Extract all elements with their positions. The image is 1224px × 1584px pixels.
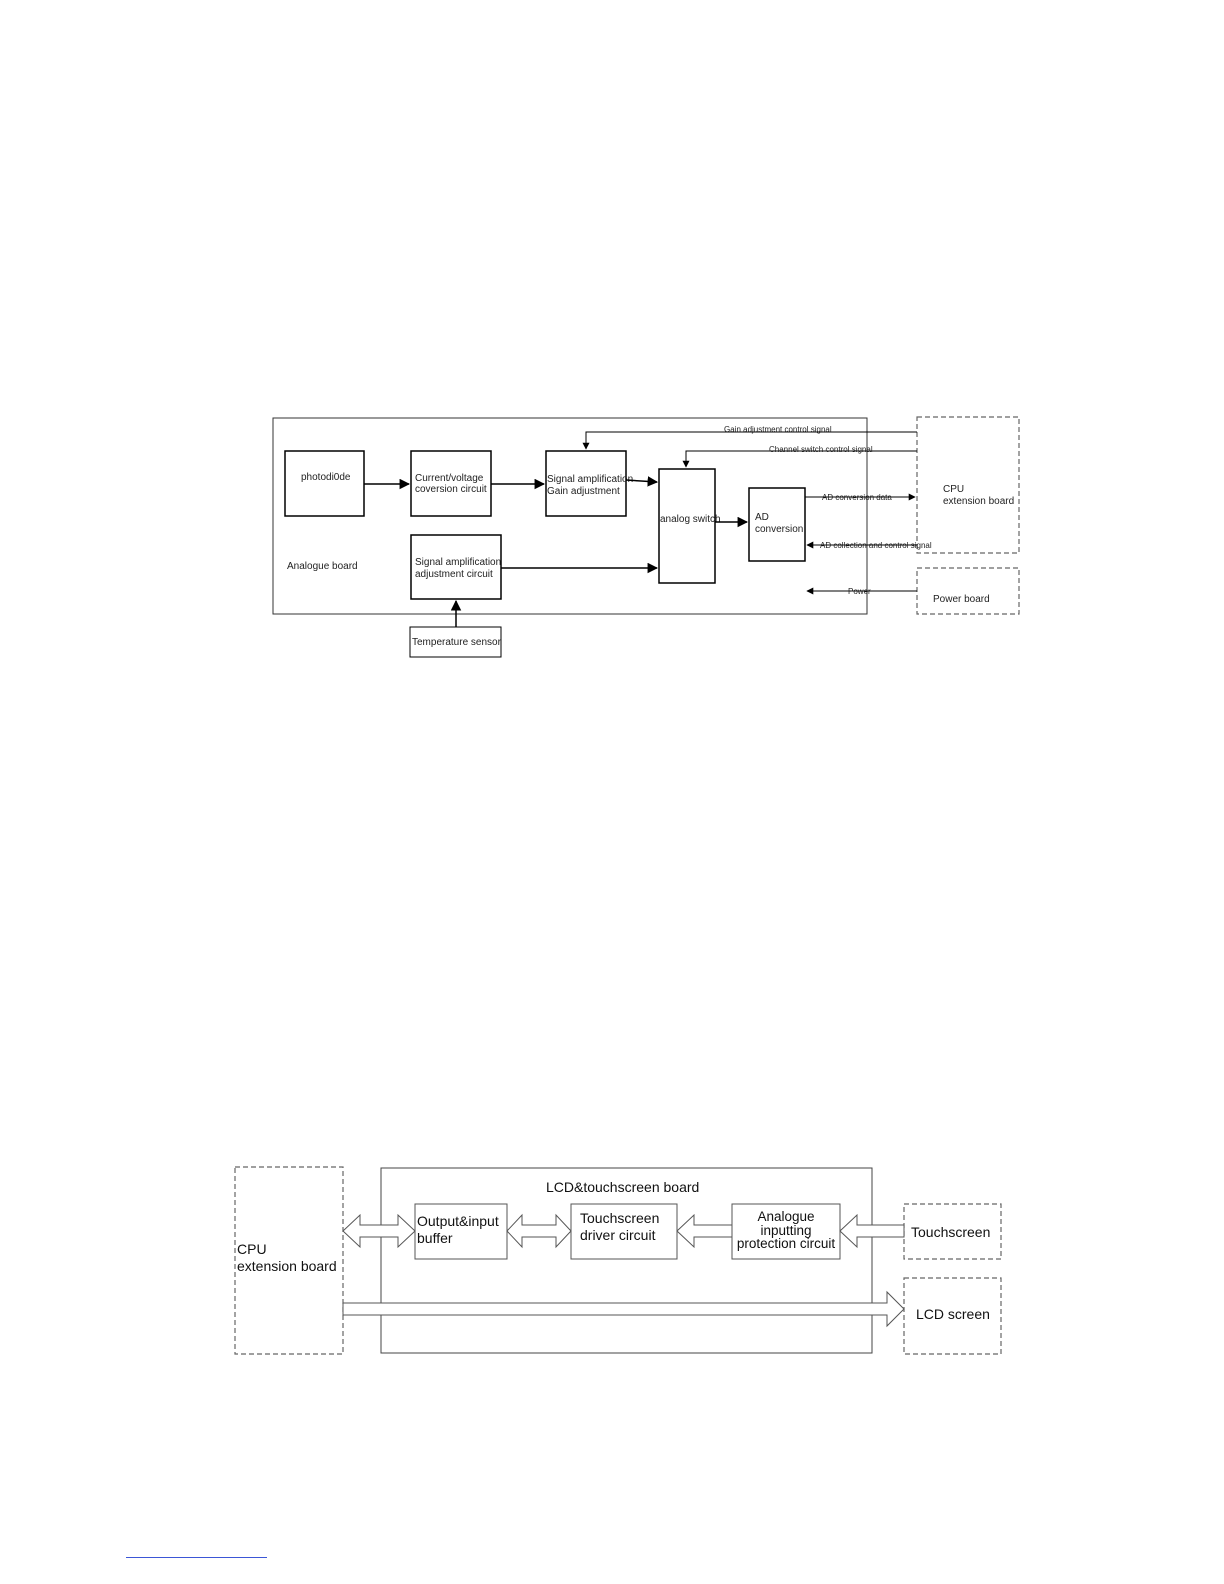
arrow-buffer-driver (506, 1213, 572, 1249)
signal-amp-gain-label-1: Signal amplification (547, 474, 633, 485)
arrow-amp-to-switch (625, 476, 659, 487)
channel-control-line (682, 450, 917, 468)
touchscreen-label: Touchscreen (911, 1224, 990, 1240)
cpu-board-2-label-1: CPU (237, 1241, 267, 1257)
signal-amp-gain-label-2: Gain adjustment (547, 486, 620, 497)
touch-driver-label-1: Touchscreen (580, 1210, 659, 1226)
lcd-screen-block (903, 1277, 1002, 1355)
cv-conversion-label-1: Current/voltage (415, 473, 484, 484)
cpu-board-label-1: CPU (943, 484, 964, 495)
signal-amp-adjust-block (410, 534, 502, 600)
ad-conversion-label-2: conversion (755, 524, 803, 535)
temperature-sensor-label: Temperature sensor (412, 637, 502, 648)
channel-control-label: Channel switch control signal (769, 445, 873, 454)
ad-conversion-label-1: AD (755, 512, 769, 523)
analog-switch-label: analog switch (660, 514, 721, 525)
touch-driver-label-2: driver circuit (580, 1227, 656, 1243)
arrow-cpu-lcd (342, 1290, 905, 1328)
cpu-board-label-2: extension board (943, 496, 1014, 507)
power-board-block (916, 567, 1020, 615)
cpu-extension-board-block (916, 416, 1020, 554)
photodiode-block (284, 450, 365, 517)
signal-amp-adjust-label-2: adjustment circuit (415, 569, 493, 580)
gain-control-line (582, 431, 917, 450)
photodiode-label: photodi0de (301, 472, 351, 483)
protection-label-2: inputting (760, 1223, 811, 1238)
ad-conversion-block (748, 487, 806, 562)
gain-control-label: Gain adjustment control signal (724, 425, 832, 434)
signal-amp-adjust-label-1: Signal amplification (415, 557, 501, 568)
analogue-board-frame (272, 417, 868, 615)
ad-data-label: AD conversion data (822, 493, 892, 502)
power-label: Power (848, 587, 871, 596)
buffer-label-2: buffer (417, 1230, 453, 1246)
lcd-board-frame (380, 1167, 873, 1354)
analogue-board-label: Analogue board (287, 561, 358, 572)
protection-label-3: protection circuit (737, 1236, 836, 1251)
lcd-screen-label: LCD screen (916, 1306, 990, 1322)
footnote-divider (126, 1557, 267, 1558)
analog-switch-block (658, 468, 716, 584)
cpu-board-2-label-2: extension board (237, 1258, 337, 1274)
signal-amp-gain-block (545, 450, 627, 517)
protection-label-1: Analogue (757, 1209, 814, 1224)
lcd-board-title: LCD&touchscreen board (546, 1179, 699, 1195)
arrow-touchscreen-protection (839, 1213, 905, 1249)
lcd-touchscreen-diagram: LCD&touchscreen board CPU extension boar… (234, 1166, 1002, 1355)
power-board-label: Power board (933, 594, 990, 605)
analogue-board-diagram: Analogue board photodi0de Current/voltag… (272, 416, 1020, 658)
ad-collection-label: AD collection and control signal (820, 541, 932, 550)
buffer-label-1: Output&input (417, 1213, 499, 1229)
cpu-board-2-block (234, 1166, 344, 1355)
arrow-protection-driver (676, 1213, 733, 1249)
cv-conversion-label-2: coversion circuit (415, 484, 487, 495)
arrow-cpu-buffer (342, 1213, 416, 1249)
